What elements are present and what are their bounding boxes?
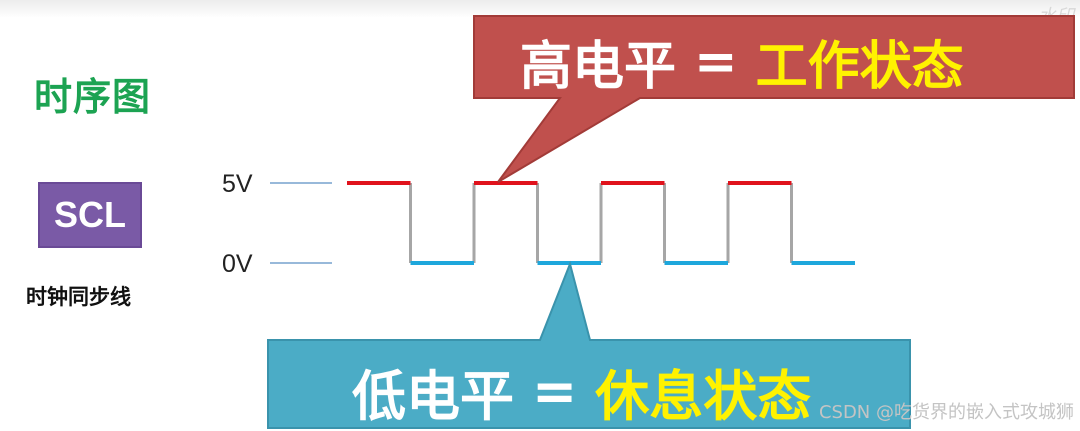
callout-high-state: 工作状态	[755, 37, 964, 97]
callout-high-text: 高电平 = 工作状态	[520, 24, 964, 99]
callout-low-state: 休息状态	[595, 365, 812, 428]
level-0v-label: 0V	[222, 250, 253, 278]
level-5v-label: 5V	[222, 170, 253, 198]
callout-low-bubble	[267, 260, 911, 429]
scl-label-box: SCL	[38, 182, 142, 248]
diagram-title: 时序图	[34, 75, 152, 119]
scl-label: SCL	[54, 194, 126, 235]
callout-low-text: 低电平 = 休息状态	[352, 352, 811, 431]
waveform-edges	[409, 183, 793, 263]
scl-subtitle: 时钟同步线	[26, 285, 131, 309]
top-strip	[0, 0, 1080, 18]
callout-low-equals: =	[532, 360, 578, 423]
callout-high-bubble	[473, 15, 1075, 183]
csdn-watermark: CSDN @吃货界的嵌入式攻城狮	[818, 402, 1074, 423]
callout-high-term: 高电平	[520, 37, 677, 97]
callout-low-term: 低电平	[352, 365, 514, 428]
callout-high-equals: =	[694, 31, 738, 92]
